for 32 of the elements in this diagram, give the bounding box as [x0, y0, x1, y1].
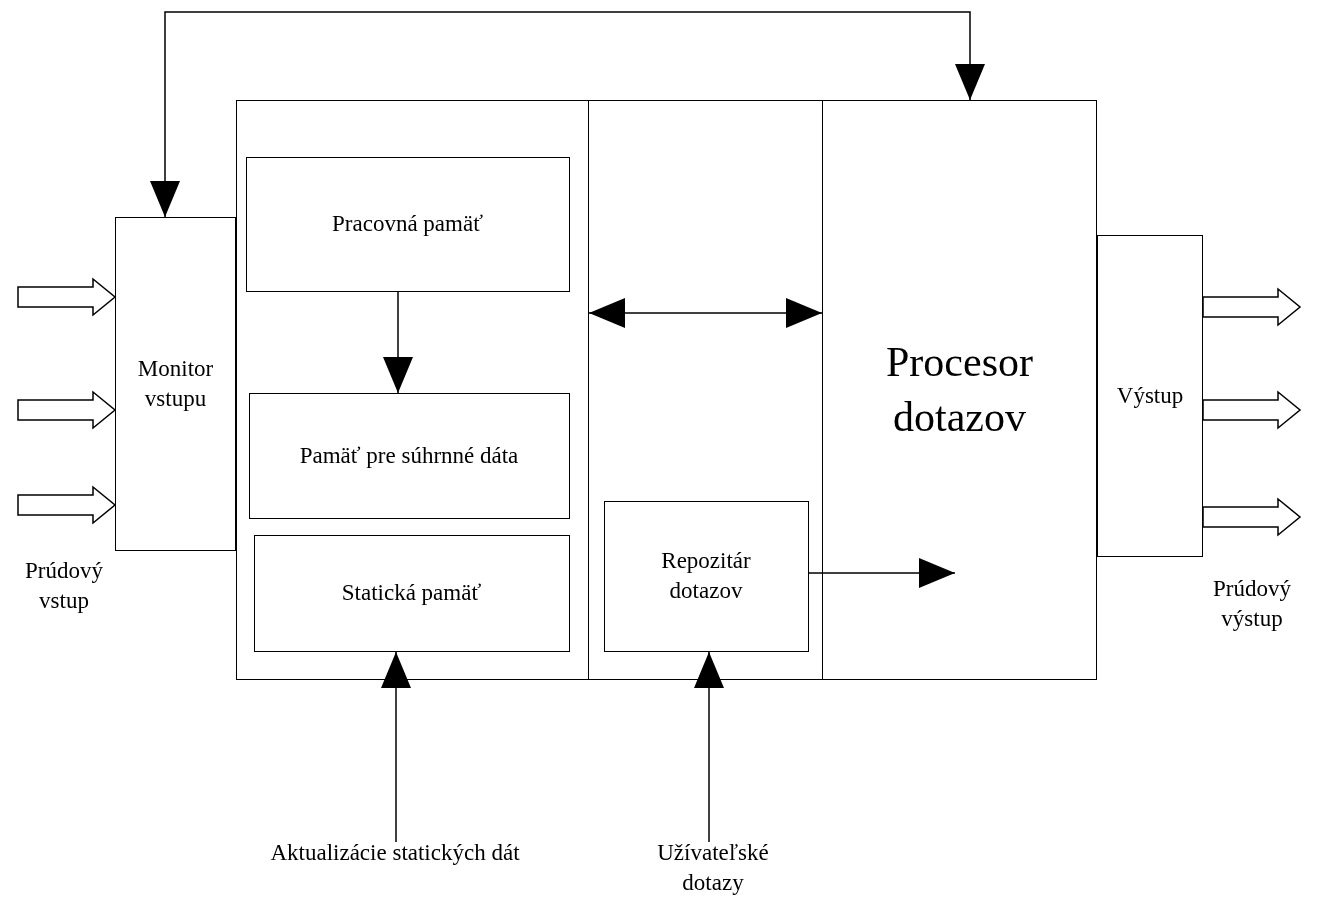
arrow [383, 291, 413, 394]
arrow [150, 11, 985, 218]
column-panel [236, 100, 589, 680]
block-label: Procesor dotazov [885, 338, 1034, 442]
block-label: Výstup [1116, 382, 1184, 411]
block-label: Pracovná pamäť [332, 210, 483, 239]
block-box [822, 100, 1097, 680]
block-box [245, 156, 570, 292]
block-box [603, 500, 809, 652]
block-box [1097, 235, 1203, 557]
arrow [588, 298, 823, 328]
block-label: Pamäť pre súhrnné dáta [299, 441, 519, 470]
arrow [381, 651, 411, 843]
block-arrow [17, 390, 117, 430]
arrow [694, 651, 724, 843]
column-panel [588, 100, 823, 680]
block-arrow [17, 485, 117, 525]
block-box [115, 217, 236, 551]
input-label: Aktualizácie statických dát [270, 839, 520, 867]
block-arrow [1202, 390, 1302, 430]
block-label: Repozitár dotazov [660, 547, 752, 605]
block-label: Statická pamäť [341, 579, 482, 608]
block-arrow [17, 277, 117, 317]
block-label: Monitor vstupu [136, 355, 215, 413]
arrow [808, 558, 956, 588]
block-box [253, 534, 570, 652]
block-arrow [1202, 287, 1302, 327]
block-arrow [1202, 497, 1302, 537]
stream-label: Prúdový výstup [1212, 575, 1292, 633]
block-box [248, 392, 570, 519]
stream-label: Prúdový vstup [24, 557, 104, 615]
input-label: Užívateľské dotazy [656, 839, 770, 897]
